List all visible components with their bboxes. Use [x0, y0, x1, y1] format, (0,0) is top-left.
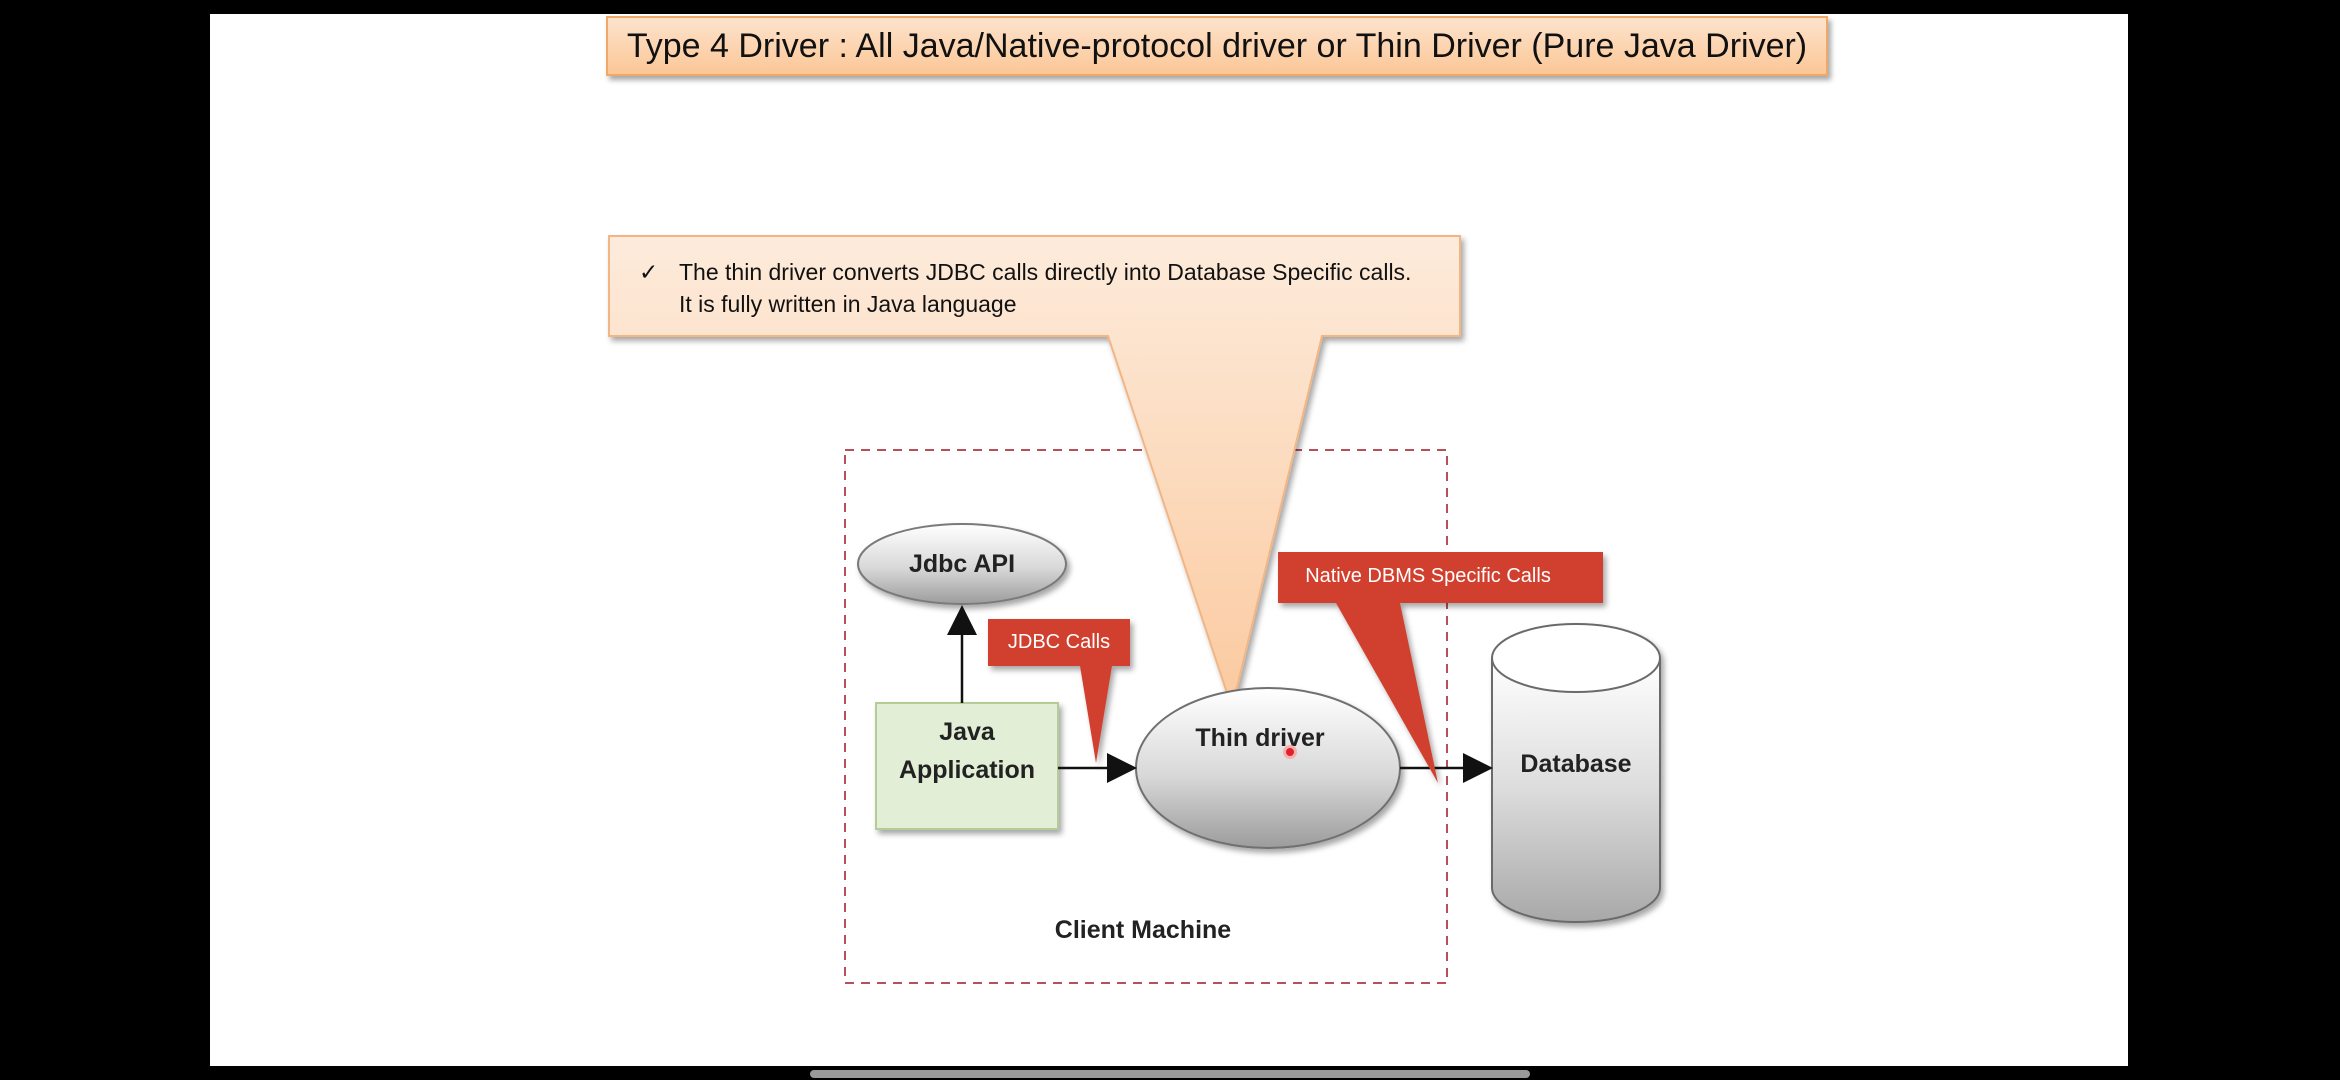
jdbc-calls-label: JDBC Calls — [1007, 630, 1111, 653]
note-line-1: The thin driver converts JDBC calls dire… — [679, 259, 1412, 285]
pointer-dot-icon — [1283, 745, 1297, 759]
slide-canvas — [210, 14, 2128, 1066]
java-application-label-line2: Application — [898, 755, 1036, 784]
java-application-node — [875, 702, 1059, 830]
database-label: Database — [1520, 749, 1632, 778]
client-machine-boundary — [844, 449, 1448, 984]
java-application-label-line1: Java — [939, 717, 995, 746]
native-calls-label: Native DBMS Specific Calls — [1305, 564, 1551, 587]
checkmark-icon: ✓ — [639, 259, 659, 285]
jdbc-api-label: Jdbc API — [908, 549, 1016, 578]
thin-driver-label: Thin driver — [1195, 723, 1325, 752]
client-machine-label: Client Machine — [1054, 915, 1232, 944]
thin-driver-node — [1135, 687, 1401, 849]
note-callout — [608, 235, 1461, 712]
horizontal-scrollbar[interactable] — [810, 1070, 1530, 1078]
database-node — [1491, 623, 1661, 923]
slide-title: Type 4 Driver : All Java/Native-protocol… — [606, 16, 1828, 76]
note-text: ✓ The thin driver converts JDBC calls di… — [609, 236, 1459, 336]
jdbc-api-node — [857, 523, 1067, 605]
note-line-2: It is fully written in Java language — [679, 291, 1017, 317]
native-calls-callout — [1278, 552, 1603, 783]
jdbc-calls-callout — [988, 619, 1130, 763]
